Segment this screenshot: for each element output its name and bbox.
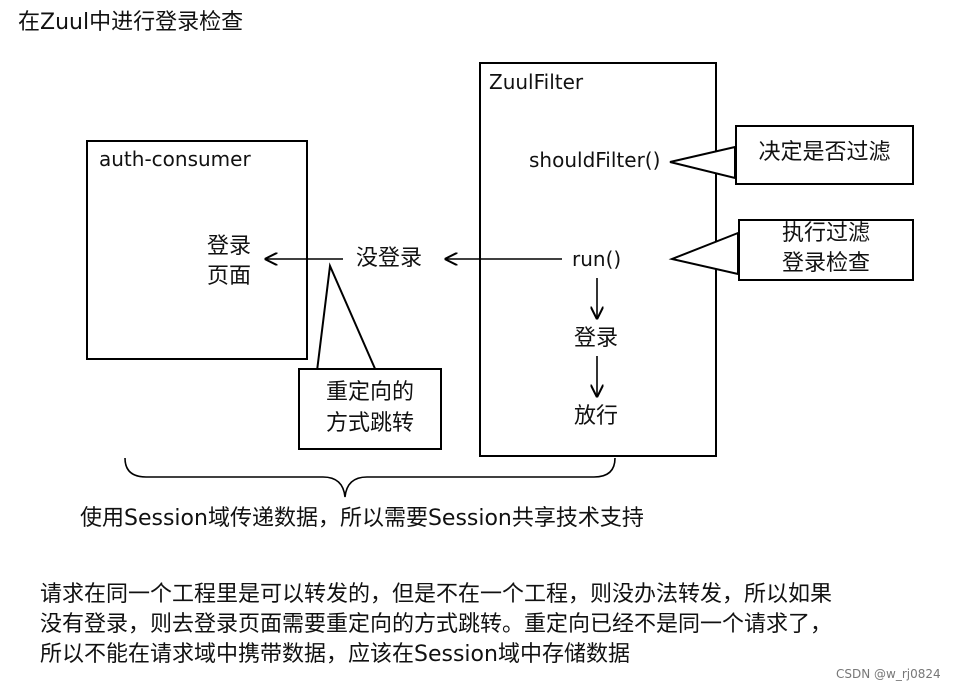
brace-caption: 使用Session域传递数据，所以需要Session共享技术支持: [80, 506, 644, 531]
login-step: 登录: [574, 326, 619, 351]
callout-decide-box: [735, 125, 914, 185]
explanation-paragraph: 请求在同一个工程里是可以转发的，但是不在一个工程，则没办法转发，所以如果 没有登…: [40, 580, 832, 670]
callout-run-box: [738, 219, 914, 281]
paragraph-line-3: 所以不能在请求域中携带数据，应该在Session域中存储数据: [40, 642, 630, 667]
login-page-line-2: 页面: [207, 264, 252, 289]
callout-redirect-box: [298, 368, 442, 450]
callout-pointer-decide: [669, 145, 736, 180]
login-page-line-1: 登录: [207, 234, 252, 259]
callout-run-line-1: 执行过滤: [781, 221, 870, 246]
zuul-filter-label: ZuulFilter: [489, 70, 584, 94]
run-method: run(): [572, 247, 622, 271]
watermark: CSDN @w_rj0824: [836, 667, 941, 681]
diagram-title: 在Zuul中进行登录检查: [18, 10, 244, 35]
grouping-brace: [124, 457, 616, 498]
callout-pointer-run: [668, 231, 739, 276]
callout-decide-text: 决定是否过滤: [758, 140, 891, 165]
callout-redirect-line-2: 方式跳转: [325, 411, 414, 436]
not-logged-in-label: 没登录: [356, 246, 423, 271]
callout-run-line-2: 登录检查: [781, 251, 870, 276]
auth-consumer-label: auth-consumer: [99, 147, 251, 171]
paragraph-line-2: 没有登录，则去登录页面需要重定向的方式跳转。重定向已经不是同一个请求了，: [40, 612, 833, 637]
callout-pointer-redirect: [315, 262, 378, 372]
paragraph-line-1: 请求在同一个工程里是可以转发的，但是不在一个工程，则没办法转发，所以如果: [40, 582, 833, 607]
should-filter-method: shouldFilter(): [529, 148, 661, 172]
auth-consumer-box: [86, 140, 308, 360]
callout-redirect-line-1: 重定向的: [325, 380, 414, 405]
pass-step: 放行: [574, 404, 619, 429]
